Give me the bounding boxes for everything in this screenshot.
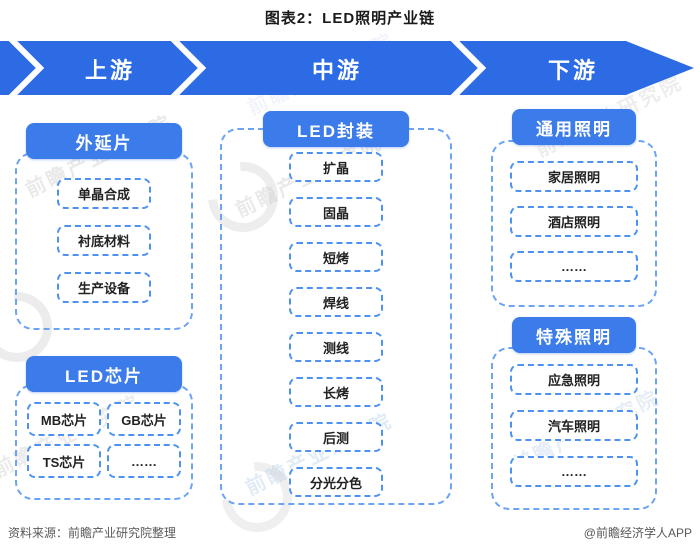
group-led-packaging: LED封装 扩晶固晶短烤焊线测线长烤后测分光分色 [220,111,452,505]
stage-label-downstream: 下游 [547,58,599,83]
group-header: 外延片 [26,123,182,159]
group-header: LED芯片 [26,356,182,392]
chain-item: 汽车照明 [510,410,638,441]
footer: 资料来源：前瞻产业研究院整理 @前瞻经济学人APP [8,524,692,541]
chain-item: …… [510,456,638,487]
group-items-box: 单晶合成衬底材料生产设备 [15,152,193,330]
chart-title: 图表2：LED照明产业链 [264,10,436,27]
chain-item: 酒店照明 [510,206,638,237]
group-header: 通用照明 [512,109,636,145]
group-items-box: 应急照明汽车照明 …… [491,347,657,510]
group-epitaxial-wafer: 外延片 单晶合成衬底材料生产设备 [15,123,193,330]
source-note: 资料来源：前瞻产业研究院整理 [8,526,177,540]
chain-item: 单晶合成 [57,178,151,209]
chain-item: TS芯片 [27,444,101,478]
chain-item: 长烤 [289,377,383,407]
chain-item: MB芯片 [27,402,101,436]
stage-label-upstream: 上游 [84,58,136,83]
chain-item: 后测 [289,422,383,452]
group-items-box: 家居照明酒店照明 …… [491,140,657,307]
group-header: 特殊照明 [512,317,636,353]
stage-ribbon: 上游 中游 下游 [0,41,700,95]
chain-item: 短烤 [289,242,383,272]
chain-item: 测线 [289,332,383,362]
chevron-separator-icon [450,41,487,95]
credit-note: @前瞻经济学人APP [583,526,692,540]
chain-item: …… [107,444,181,478]
chain-item: 生产设备 [57,272,151,303]
chain-item: GB芯片 [107,402,181,436]
chain-item: 家居照明 [510,161,638,192]
group-items-box: 扩晶固晶短烤焊线测线长烤后测分光分色 [220,128,452,505]
group-general-lighting: 通用照明 家居照明酒店照明 …… [491,109,657,307]
chain-item: 焊线 [289,287,383,317]
chain-item: 应急照明 [510,364,638,395]
chain-item: 分光分色 [289,467,383,497]
chain-item: 固晶 [289,197,383,227]
ribbon-arrow-shape [0,41,694,95]
chevron-separator-icon [8,41,45,95]
chevron-separator-icon [170,41,207,95]
stage-label-midstream: 中游 [311,58,363,83]
chain-item: 衬底材料 [57,225,151,256]
chain-item: 扩晶 [289,152,383,182]
chain-item: …… [510,251,638,282]
group-header: LED封装 [263,111,409,147]
group-special-lighting: 特殊照明 应急照明汽车照明 …… [491,317,657,510]
